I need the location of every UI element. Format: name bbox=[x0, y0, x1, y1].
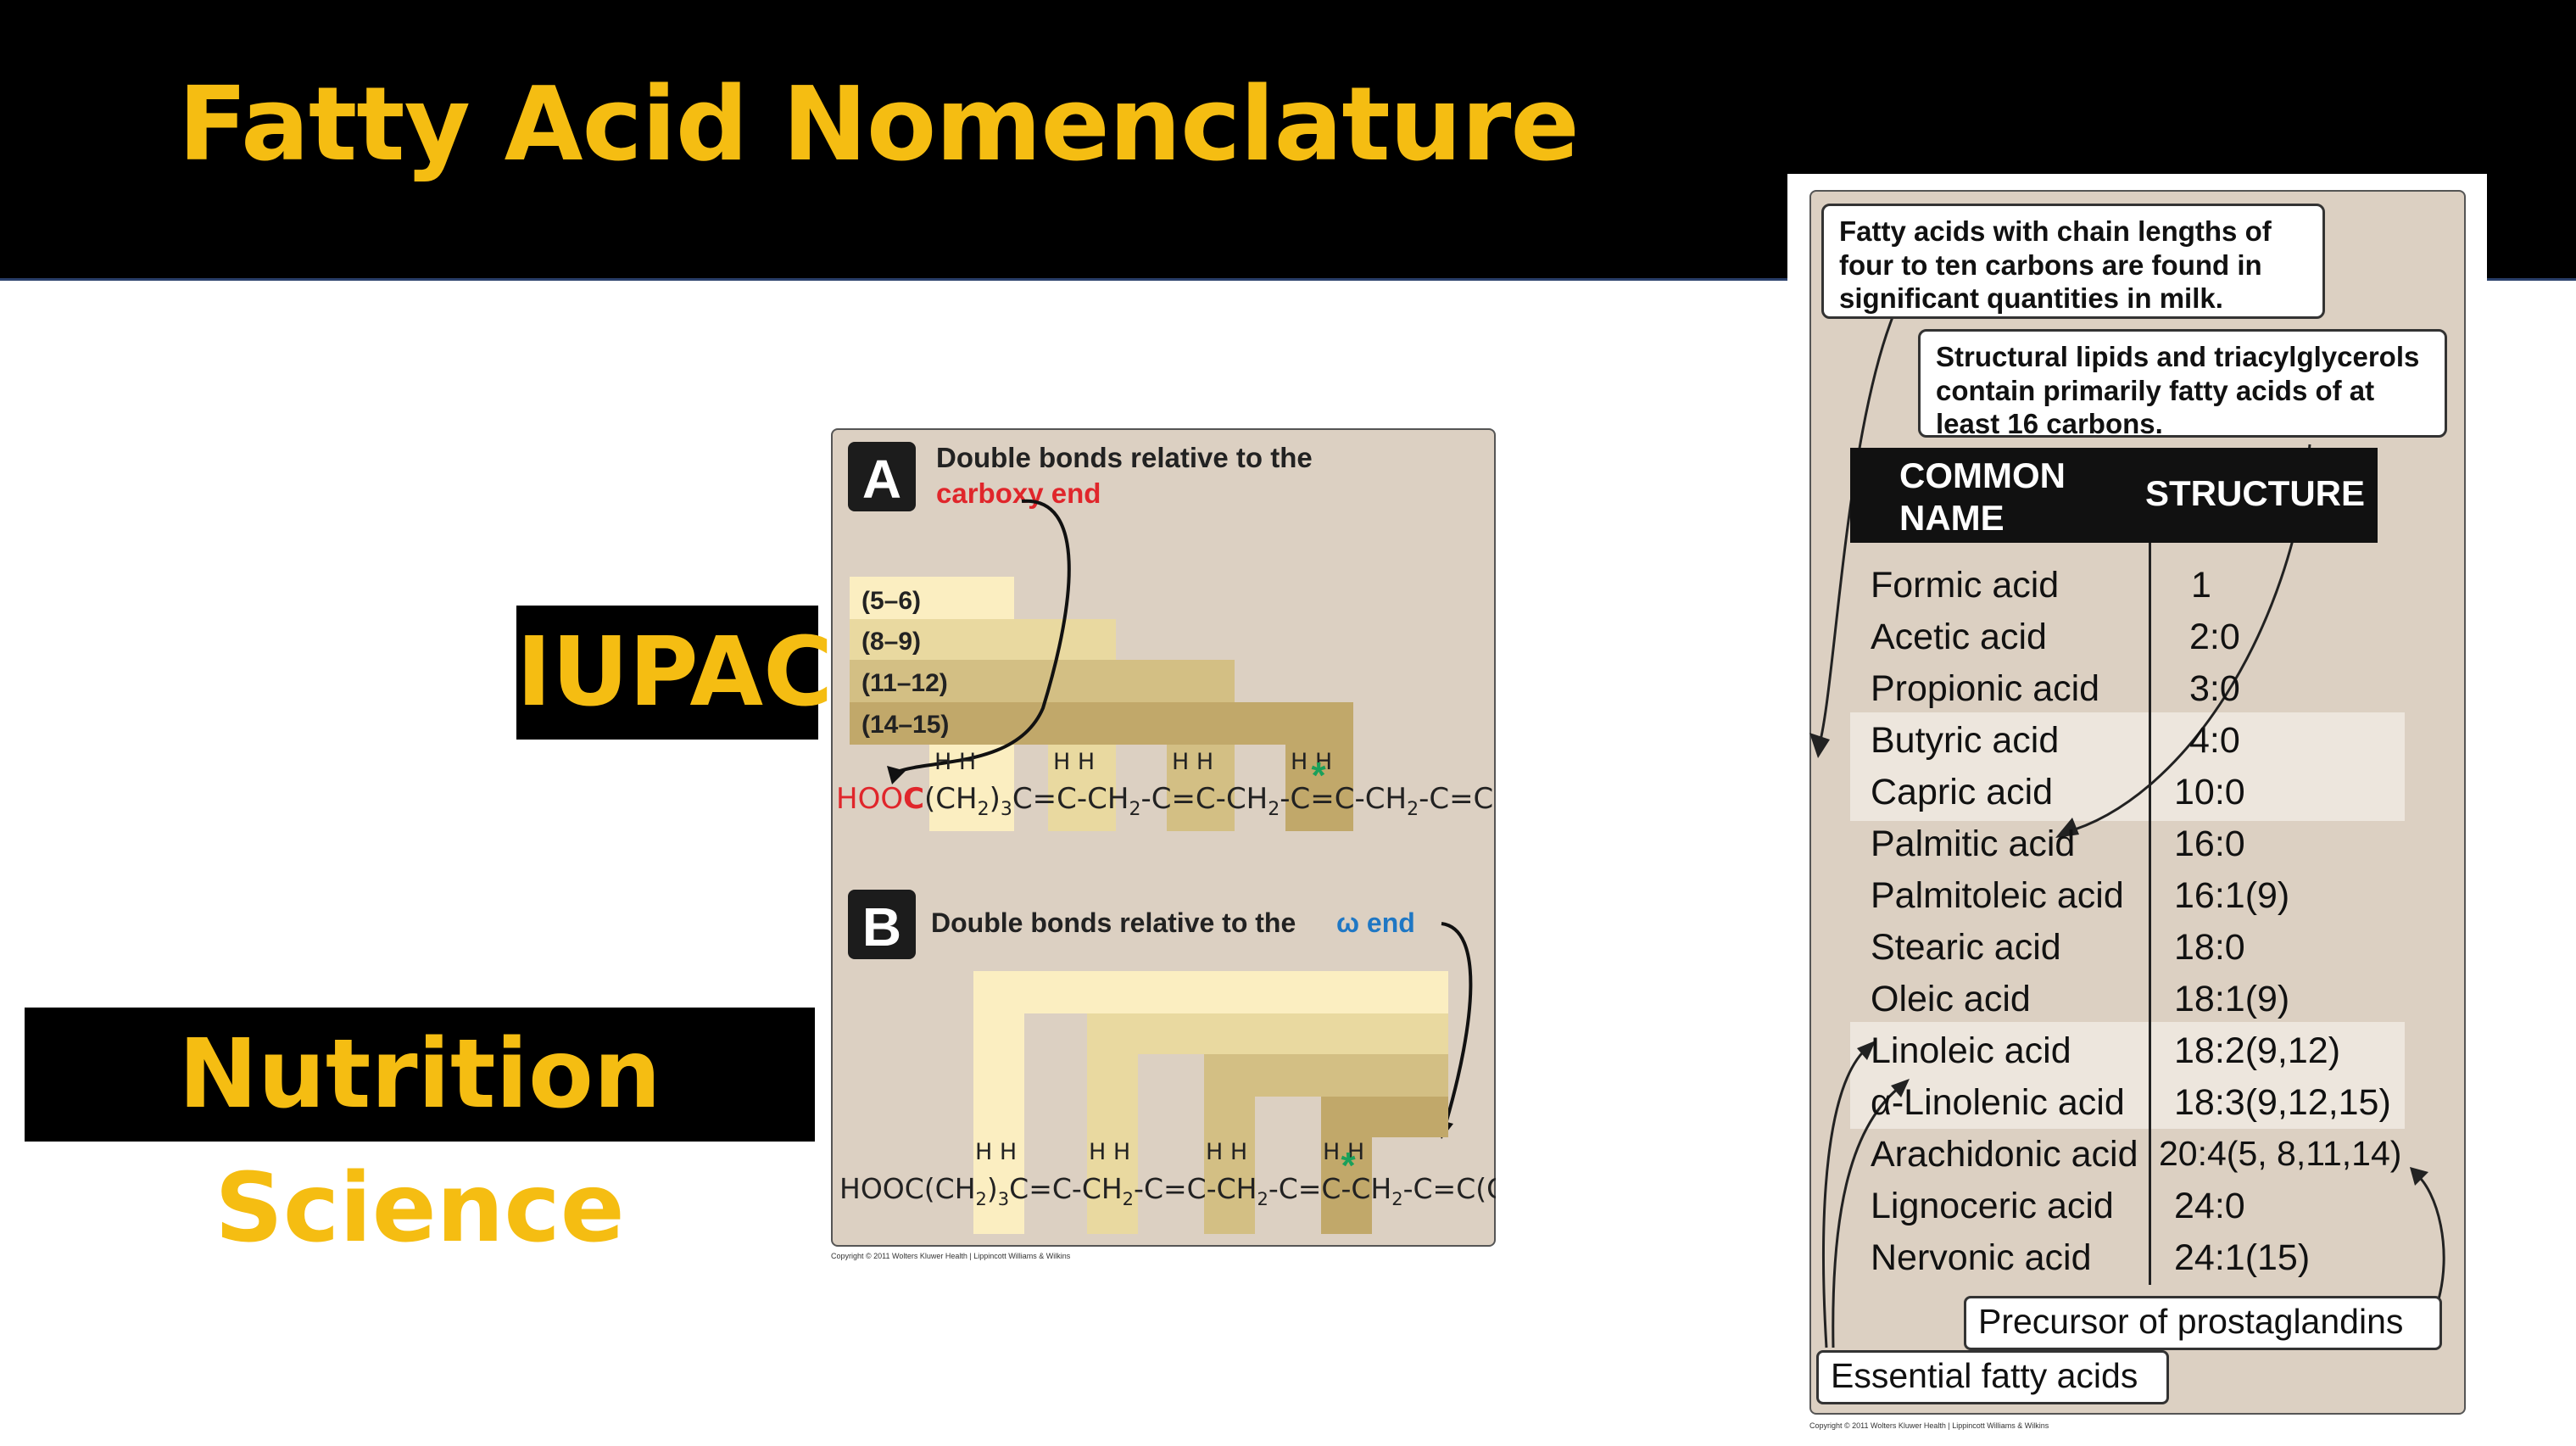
note-essential-fatty-acids: Essential fatty acids bbox=[1816, 1350, 2169, 1404]
common-name-cell: α-Linolenic acid bbox=[1871, 1082, 2125, 1123]
structure-cell: 24:0 bbox=[2174, 1186, 2245, 1226]
header-structure: STRUCTURE bbox=[2145, 473, 2365, 513]
copyright-left: Copyright © 2011 Wolters Kluwer Health |… bbox=[831, 1252, 1071, 1260]
highlight-band bbox=[1850, 1022, 2405, 1129]
svg-text:H H: H H bbox=[1291, 749, 1332, 775]
structure-cell: 18:1(9) bbox=[2174, 979, 2290, 1019]
structure-cell: 10:0 bbox=[2174, 772, 2245, 812]
note-prostaglandins: Precursor of prostaglandins bbox=[1964, 1296, 2442, 1350]
structure-cell: 18:2(9,12) bbox=[2174, 1030, 2341, 1071]
svg-text:H H: H H bbox=[934, 749, 976, 775]
structure-cell: 18:0 bbox=[2174, 927, 2245, 968]
common-name-cell: Palmitoleic acid bbox=[1871, 875, 2124, 916]
position-label: (14–15) bbox=[861, 711, 949, 739]
common-name-cell: Nervonic acid bbox=[1871, 1237, 2092, 1278]
common-name-cell: Stearic acid bbox=[1871, 927, 2061, 968]
formula-b: H H H H H H H H HOOC(CH2)3C=C-CH2-C=C-CH… bbox=[839, 1139, 1496, 1209]
note-milk: Fatty acids with chain lengths of four t… bbox=[1821, 204, 2325, 319]
structure-cell: 16:0 bbox=[2174, 823, 2245, 864]
common-name-cell: Linoleic acid bbox=[1871, 1030, 2071, 1071]
structure-cell: 4:0 bbox=[2189, 720, 2240, 761]
panel-a-caption: Double bonds relative to the bbox=[936, 442, 1313, 473]
header-common-name: COMMON NAME bbox=[1899, 455, 2066, 538]
common-name-cell: Lignoceric acid bbox=[1871, 1186, 2114, 1226]
structure-cell: 18:3(9,12,15) bbox=[2174, 1082, 2391, 1123]
structure-cell: 24:1(15) bbox=[2174, 1237, 2311, 1278]
slide-title: Fatty Acid Nomenclature bbox=[178, 66, 1580, 184]
note-structural-lipids: Structural lipids and triacylglycerols c… bbox=[1918, 329, 2447, 439]
panel-a-badge bbox=[848, 442, 916, 511]
panel-b-highlight: ω end bbox=[1336, 907, 1415, 938]
formula-a: H H H H H H H H HOOC(CH2)3C=C-CH2-C=C-CH… bbox=[836, 749, 1496, 820]
svg-text:H H: H H bbox=[1206, 1139, 1247, 1165]
carboxy-arrow bbox=[896, 499, 1071, 773]
position-label: (11–12) bbox=[861, 669, 948, 697]
structure-cell: 20:4(5, 8,11,14) bbox=[2159, 1134, 2402, 1173]
copyright-right: Copyright © 2011 Wolters Kluwer Health |… bbox=[1809, 1421, 2049, 1430]
nutrition-science-label: Nutrition Science bbox=[25, 1008, 815, 1264]
common-name-cell: Oleic acid bbox=[1871, 979, 2031, 1019]
common-name-cell: Formic acid bbox=[1871, 565, 2060, 606]
double-bond-diagram: A Double bonds relative to the carboxy e… bbox=[836, 442, 1496, 1234]
svg-text:HOOC(CH2)3C=C-CH2-C=C-CH2-C=C-: HOOC(CH2)3C=C-CH2-C=C-CH2-C=C-CH2-C=C(CH… bbox=[836, 782, 1496, 820]
structure-cell: 16:1(9) bbox=[2174, 875, 2290, 916]
position-label: (8–9) bbox=[861, 628, 921, 656]
iupac-label: IUPAC bbox=[516, 606, 833, 740]
panel-a-letter: A bbox=[862, 449, 901, 510]
svg-text:H H: H H bbox=[1053, 749, 1095, 775]
structure-cell: 3:0 bbox=[2189, 668, 2240, 709]
common-name-cell: Capric acid bbox=[1871, 772, 2054, 812]
panel-a-highlight: carboxy end bbox=[936, 477, 1101, 509]
svg-text:H H: H H bbox=[1089, 1139, 1130, 1165]
position-label: (5–6) bbox=[861, 587, 921, 615]
panel-b-caption: Double bonds relative to the bbox=[931, 907, 1296, 938]
svg-text:HOOC(CH2)3C=C-CH2-C=C-CH2-C=C-: HOOC(CH2)3C=C-CH2-C=C-CH2-C=C-CH2-C=C(CH… bbox=[839, 1172, 1496, 1209]
common-name-cell: Arachidonic acid bbox=[1871, 1134, 2138, 1175]
omega-arrow bbox=[1441, 922, 1473, 1125]
common-name-cell: Acetic acid bbox=[1871, 617, 2047, 657]
svg-text:H H: H H bbox=[975, 1139, 1017, 1165]
common-name-cell: Butyric acid bbox=[1871, 720, 2060, 761]
panel-b-letter: B bbox=[862, 896, 901, 957]
title-bar: Fatty Acid Nomenclature bbox=[0, 0, 2576, 281]
panel-b-badge bbox=[848, 890, 916, 959]
structure-cell: 1 bbox=[2191, 565, 2211, 606]
common-name-cell: Palmitic acid bbox=[1871, 823, 2076, 864]
structure-cell: 2:0 bbox=[2189, 617, 2240, 657]
star-marker: * bbox=[1311, 755, 1326, 796]
star-marker: * bbox=[1341, 1145, 1356, 1186]
column-divider bbox=[2149, 543, 2151, 1285]
common-name-cell: Propionic acid bbox=[1871, 668, 2100, 709]
table-header: COMMON NAME STRUCTURE bbox=[1850, 448, 2378, 543]
svg-text:H H: H H bbox=[1323, 1139, 1364, 1165]
svg-text:H H: H H bbox=[1172, 749, 1213, 775]
